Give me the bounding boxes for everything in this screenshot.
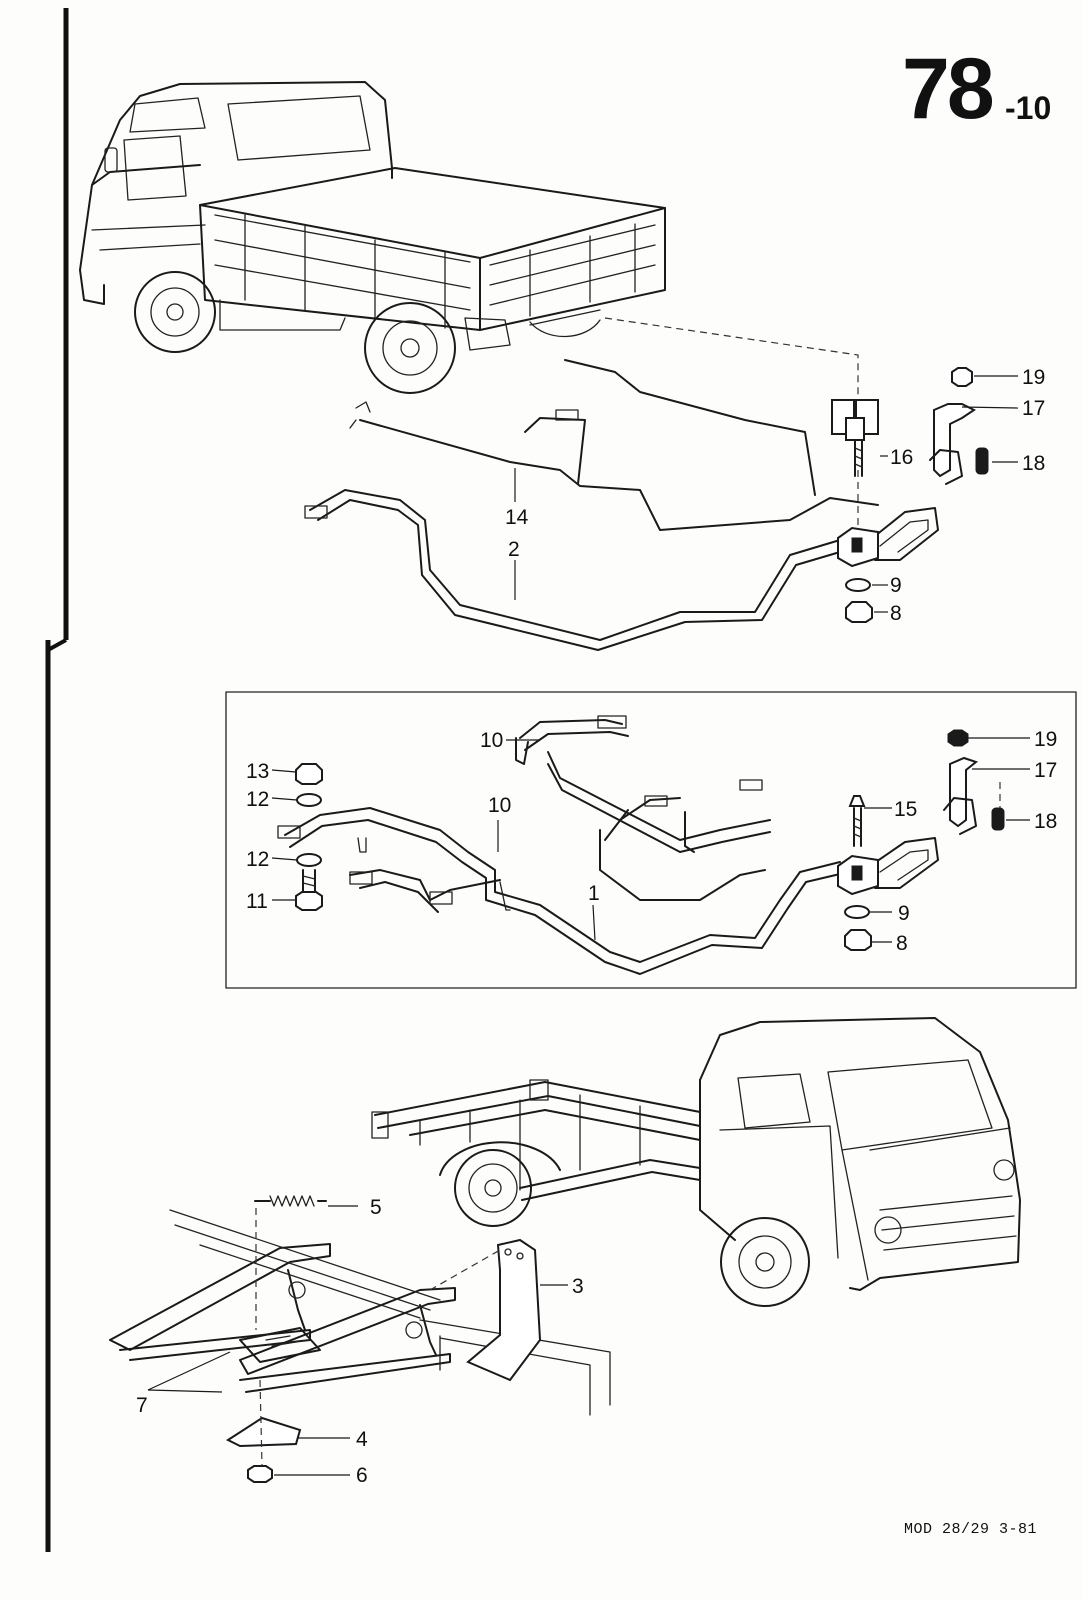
retaining-clip-17-19-inset [943,729,1005,835]
page-number-suffix: -10 [1005,90,1052,126]
mounting-bracket-3 [466,1238,542,1382]
callout-12: 12 [246,848,269,871]
callout-3: 3 [572,1275,584,1298]
callout-1: 1 [588,882,600,905]
inset-frame [225,691,1077,989]
callout-19: 19 [1034,728,1057,751]
callout-14: 14 [505,506,529,529]
callout-10: 10 [480,729,503,752]
carrier-clamp-block-inset [837,795,879,896]
spare-wheel-carrier-2 [304,489,939,651]
carrier-1-inset [277,807,841,975]
pickup-truck-illustration [79,81,666,394]
hex-nut-8 [845,601,873,623]
guide-plate-4 [225,1416,302,1448]
callout-2: 2 [508,538,520,561]
carrier-clamp-block [837,526,879,568]
callout-16: 16 [890,446,913,469]
callout-11: 11 [246,890,268,913]
callout-19: 19 [1022,366,1045,389]
callout-6: 6 [356,1464,368,1487]
callout-8: 8 [896,932,908,955]
tension-spring-5 [254,1195,327,1207]
model-code: MOD 28/29 3-81 [904,1521,1038,1538]
ground-plane [169,1209,611,1416]
carrier-scissor-assembly-7 [109,1243,456,1393]
carrier-10-inset [515,715,939,901]
callout-17: 17 [1034,759,1057,782]
callout-9: 9 [898,902,910,925]
hex-nut-8-inset [844,929,872,951]
washer-9-inset [844,905,870,919]
washer-9 [845,578,871,592]
callout-9: 9 [890,574,902,597]
callout-10: 10 [488,794,511,817]
bolt-stack-11-13 [295,763,323,911]
page-number: 78 [902,41,995,137]
spare-wheel-carrier-14 [349,359,879,531]
callout-labels: 16 19 17 18 9 8 14 2 10 10 13 12 12 11 1… [136,366,1057,1487]
hex-nut-6 [247,1465,273,1483]
callout-18: 18 [1022,452,1045,475]
callout-4: 4 [356,1428,368,1451]
chassis-cab-truck-illustration [371,1017,1021,1307]
callout-8: 8 [890,602,902,625]
callout-17: 17 [1022,397,1045,420]
retaining-clip-17-19-upper [929,367,989,485]
callout-5: 5 [370,1196,382,1219]
callout-7: 7 [136,1394,148,1417]
callout-15: 15 [894,798,917,821]
callout-12: 12 [246,788,269,811]
callout-18: 18 [1034,810,1057,833]
callout-13: 13 [246,760,269,783]
bolt-bracket-16 [831,399,879,477]
